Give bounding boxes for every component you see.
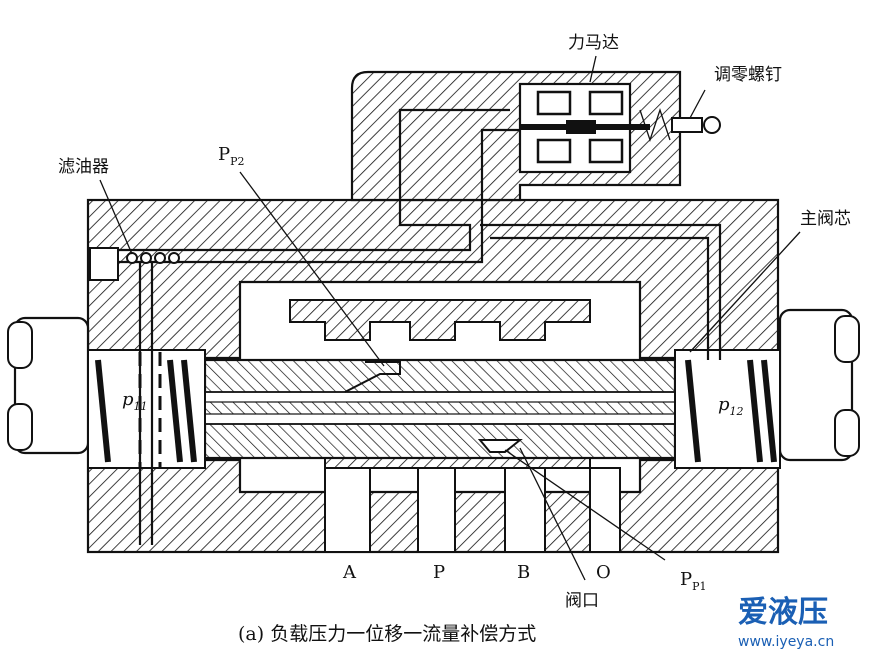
watermark: 爱液压 www.iyeya.cn [738,595,834,650]
watermark-url: www.iyeya.cn [738,634,834,650]
right-spring [685,359,777,463]
torque-motor [518,82,650,174]
port-label: A [342,562,357,583]
figure-caption: (a) 负载压力一位移一流量补偿方式 [238,623,536,645]
zero-screw [639,107,721,143]
port-channels [324,467,621,553]
pilot-channels [118,108,722,545]
svg-text:p11: p11 [122,389,148,413]
svg-text:PP2: PP2 [218,144,245,168]
main-spool [203,358,677,460]
main-spool-label: 主阀芯 [800,209,851,229]
port-label: O [596,562,611,583]
svg-text:PP1: PP1 [680,569,707,593]
zero-screw-label: 调零螺钉 [714,65,782,85]
upper-sleeve [289,299,591,341]
watermark-brand: 爱液压 [738,595,828,630]
orifice-label: 阀口 [565,591,599,611]
port-labels: A P B O [342,562,611,583]
leader-lines [99,55,801,581]
torque-motor-label: 力马达 [568,33,619,53]
p11-label: p11 [122,389,148,413]
pp1-label: PP1 [680,569,707,593]
filter [89,247,180,281]
pp2-label: PP2 [218,144,245,168]
port-label: B [517,562,530,583]
p12-label: p12 [718,394,744,418]
port-label: P [433,562,445,583]
svg-text:p12: p12 [718,394,744,418]
filter-label: 滤油器 [58,157,109,177]
